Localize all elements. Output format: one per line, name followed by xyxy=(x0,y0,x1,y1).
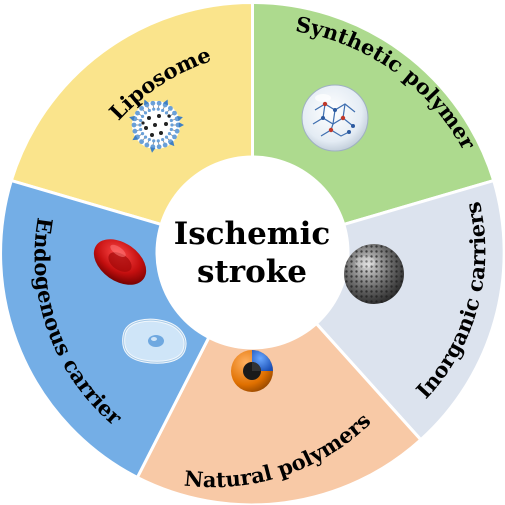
mesoporous-sphere-icon xyxy=(344,244,404,304)
polymer-nanoparticle-icon xyxy=(301,84,369,152)
core-shell-sphere-icon xyxy=(231,350,273,392)
stem-cell-icon xyxy=(122,318,187,364)
center-title-line1: Ischemic xyxy=(174,216,331,252)
center-circle xyxy=(155,155,350,350)
liposome-icon xyxy=(129,99,184,153)
center-title-line2: stroke xyxy=(197,254,307,290)
red-blood-cell-icon xyxy=(93,239,147,285)
